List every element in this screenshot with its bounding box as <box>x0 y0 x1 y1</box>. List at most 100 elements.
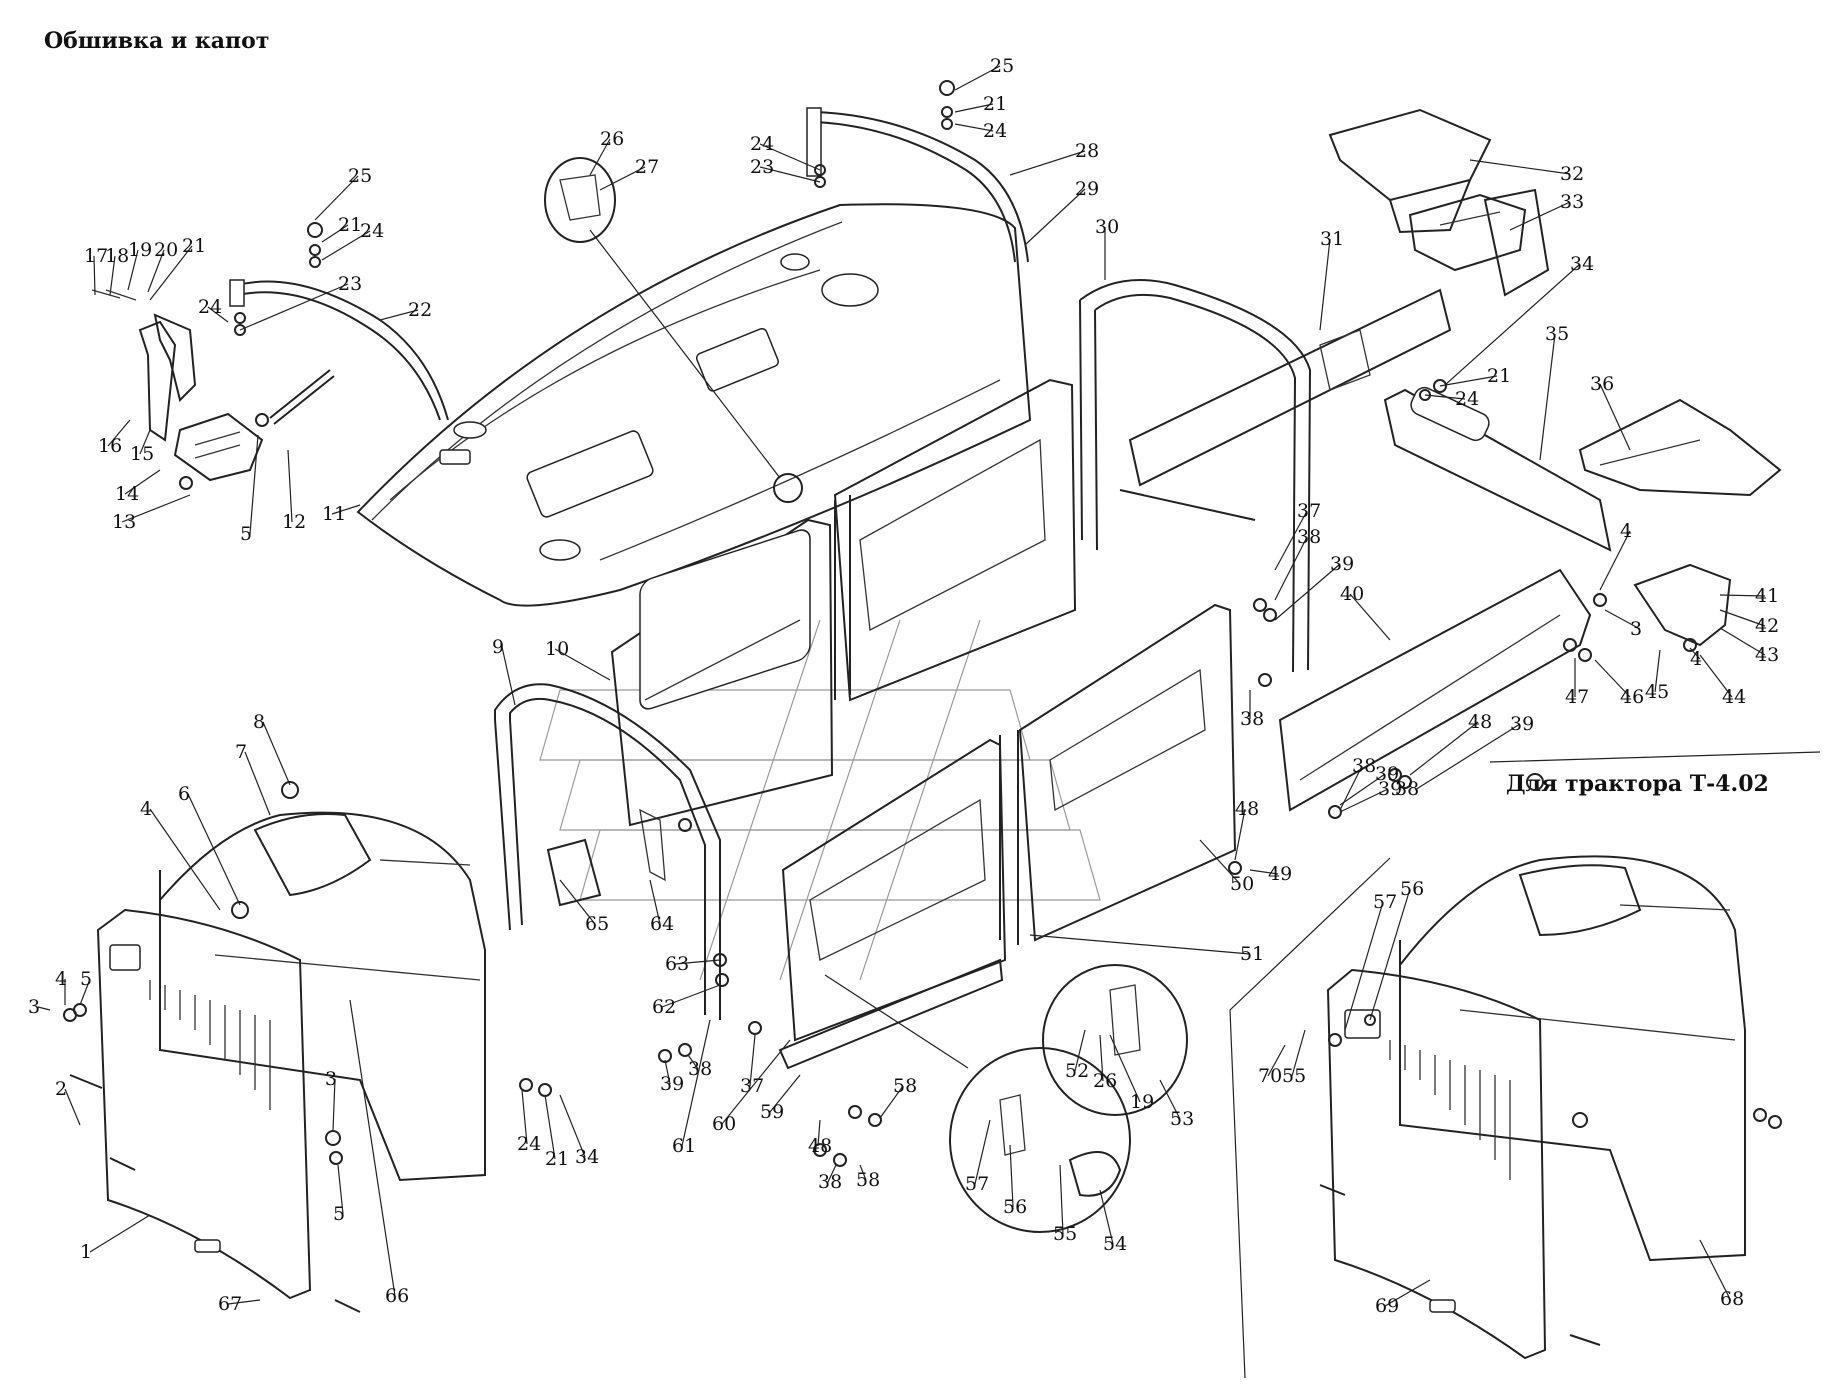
lower-side-panel-40 <box>1278 568 1592 812</box>
callout-leader-c24f <box>521 1089 528 1145</box>
side-panel-lower-left <box>778 738 1007 1070</box>
fasteners <box>63 80 1782 1346</box>
callout-leader-c20 <box>147 249 165 293</box>
callout-leader-c58a <box>879 1085 904 1119</box>
callout-label-c14: 14 <box>115 483 139 505</box>
front-frame <box>494 683 721 1020</box>
callout-leader-c21b <box>321 224 349 243</box>
callout-label-c32: 32 <box>1560 163 1584 185</box>
callout-label-c67: 67 <box>218 1293 242 1315</box>
callout-label-c25b: 25 <box>990 55 1014 77</box>
callout-label-c35: 35 <box>1545 323 1569 345</box>
callout-leader-c39d <box>1339 788 1389 813</box>
callout-label-c4a: 4 <box>55 968 67 990</box>
callout-leader-c54 <box>1099 1189 1114 1245</box>
callout-label-c52: 52 <box>1065 1060 1089 1082</box>
callout-label-c39b: 39 <box>1510 713 1534 735</box>
callout-leader-c34b <box>559 1094 586 1158</box>
callout-leader-c68 <box>1699 1239 1731 1300</box>
callout-label-c65: 65 <box>585 913 609 935</box>
callout-leader-c26b <box>1099 1034 1104 1082</box>
callout-leader-c48c <box>817 1119 821 1147</box>
callout-label-c21c: 21 <box>983 93 1007 115</box>
variant-grill-panel <box>1326 968 1547 1360</box>
callout-leader-c21e <box>544 1094 556 1160</box>
callout-label-c51: 51 <box>1240 943 1264 965</box>
callout-leader-c22 <box>379 309 419 321</box>
side-panel-35 <box>1383 386 1612 552</box>
callout-leader-c63 <box>674 959 721 965</box>
callout-leader-c7 <box>244 751 271 816</box>
callout-label-c34b: 34 <box>575 1146 599 1168</box>
callout-leader-c32 <box>1469 159 1571 175</box>
bracket-plate-36 <box>1578 398 1782 497</box>
callout-label-c4b: 4 <box>140 798 152 820</box>
variant-housing <box>1399 855 1746 1262</box>
callout-leader-c42 <box>1719 609 1766 627</box>
variant-separator-line <box>1229 751 1821 1379</box>
callout-leader-c62 <box>661 984 721 1008</box>
hood-hinge-detail-circle <box>544 157 803 503</box>
callout-leader-c40 <box>1349 593 1391 641</box>
front-housing <box>159 811 486 1182</box>
callout-label-c28: 28 <box>1075 140 1099 162</box>
callout-leader-c39e <box>664 1059 671 1085</box>
callout-label-c24b: 24 <box>360 220 384 242</box>
callout-label-c24f: 24 <box>517 1133 541 1155</box>
callout-leader-c55b <box>1291 1029 1306 1077</box>
callout-label-c33: 33 <box>1560 191 1584 213</box>
callout-leader-c29 <box>1024 188 1086 246</box>
callout-label-c5c: 5 <box>240 523 252 545</box>
callout-label-c46: 46 <box>1620 686 1644 708</box>
callout-label-c60: 60 <box>712 1113 736 1135</box>
hinge-bracket-assembly <box>91 289 335 490</box>
callout-label-c5a: 5 <box>80 968 92 990</box>
watermark-logo <box>539 619 1101 981</box>
callout-leader-c3c <box>1604 609 1641 630</box>
callout-leader-c24e <box>1424 394 1466 400</box>
callout-leader-c3a <box>37 1006 51 1011</box>
callout-leader-c53 <box>1159 1079 1181 1120</box>
callout-leader-c21d <box>1439 375 1498 387</box>
callout-leader-c57a <box>974 1119 991 1185</box>
callout-leader-c33 <box>1509 201 1571 231</box>
callout-label-c38c: 38 <box>1395 778 1419 800</box>
callout-leader-c5b <box>337 1164 344 1215</box>
callout-label-c57a: 57 <box>965 1173 989 1195</box>
callout-leader-c2 <box>64 1088 81 1126</box>
callout-label-c3b: 3 <box>325 1068 337 1090</box>
callout-label-c30: 30 <box>1095 216 1119 238</box>
callout-label-c8: 8 <box>253 711 265 733</box>
callout-label-c6: 6 <box>178 783 190 805</box>
callout-label-c21a: 21 <box>182 235 206 257</box>
callout-label-c48a: 48 <box>1468 711 1492 733</box>
callout-leader-c9 <box>501 646 516 706</box>
callout-leader-c24a <box>207 306 229 323</box>
callout-label-c49: 49 <box>1268 863 1292 885</box>
callout-leader-c27 <box>599 166 646 191</box>
callout-label-c20: 20 <box>154 239 178 261</box>
latch-detail-circle <box>1042 964 1188 1116</box>
callout-label-c11: 11 <box>322 503 346 525</box>
callout-leader-c39c <box>1339 773 1386 806</box>
callout-label-c19b: 19 <box>1130 1091 1154 1113</box>
callout-label-c43: 43 <box>1755 644 1779 666</box>
callout-leader-c23a <box>239 283 349 331</box>
callout-label-c1: 1 <box>80 1241 92 1263</box>
callout-leader-c39a <box>1274 563 1341 621</box>
callout-leader-c50 <box>1199 839 1241 885</box>
callout-label-c62: 62 <box>652 996 676 1018</box>
bracket-33 <box>1408 188 1550 297</box>
callout-leader-c25b <box>954 65 1001 91</box>
callout-label-c26b: 26 <box>1093 1070 1117 1092</box>
callout-label-c10: 10 <box>545 638 569 660</box>
hood-panel <box>356 203 1032 607</box>
callout-leader-c44 <box>1699 654 1733 698</box>
callout-label-c15: 15 <box>130 443 154 465</box>
callout-leader-c56b <box>1369 888 1411 1021</box>
callout-label-c58a: 58 <box>893 1075 917 1097</box>
callout-label-c57b: 57 <box>1373 891 1397 913</box>
callout-leader-c51 <box>1029 934 1251 955</box>
callout-label-c38b: 38 <box>1352 755 1376 777</box>
